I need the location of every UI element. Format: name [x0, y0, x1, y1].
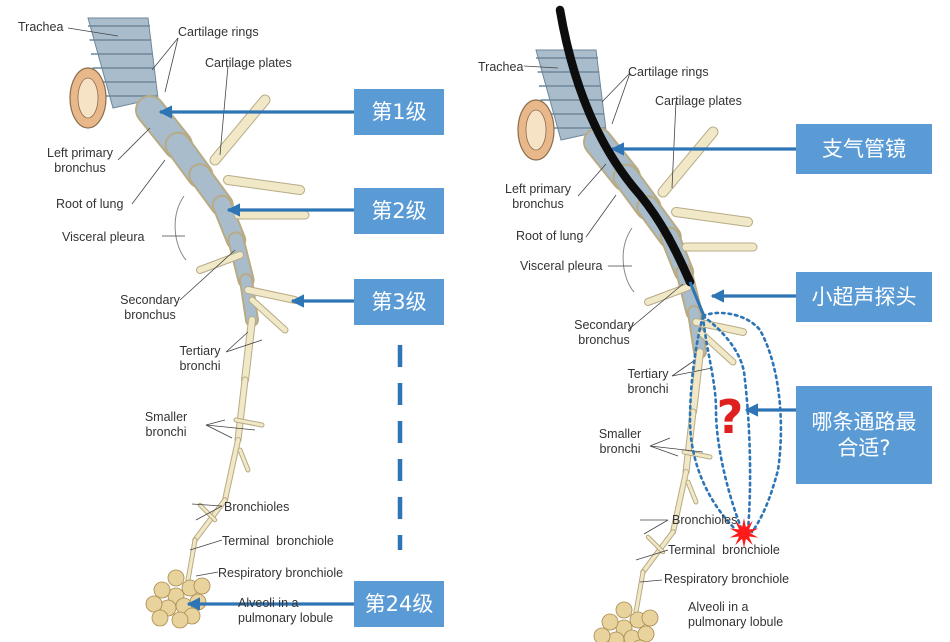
candidate-path-3 — [701, 314, 744, 532]
label-visceral-pleura-right: Visceral pleura — [520, 259, 603, 273]
target-lesion-star — [729, 518, 759, 548]
branch — [671, 470, 688, 534]
branch — [690, 349, 703, 415]
label-left-primary-bronchus-left: Left primary bronchus — [47, 146, 113, 175]
branch — [223, 438, 240, 502]
branch — [198, 503, 217, 522]
branch — [210, 95, 270, 165]
ultrasound-probe-box: 小超声探头 — [796, 272, 932, 322]
bronchoscope — [555, 5, 695, 287]
branch — [197, 252, 243, 273]
alveolus — [615, 601, 633, 619]
bronchial-tree-left — [69, 17, 310, 629]
level2-box: 第2级 — [354, 188, 444, 234]
alveolus — [153, 581, 171, 599]
alveolus — [171, 611, 189, 629]
branch — [224, 176, 304, 194]
label-tertiary-bronchi-left: Tertiary bronchi — [179, 344, 221, 373]
label-cartilage-plates-left: Cartilage plates — [205, 56, 292, 70]
branch — [234, 418, 264, 427]
alveolus — [189, 593, 207, 611]
candidate-path-1 — [701, 311, 783, 534]
callout-arrows — [610, 142, 796, 417]
branch — [186, 538, 197, 582]
trachea — [69, 17, 159, 129]
visceral-pleura — [622, 227, 635, 293]
label-bronchioles-right: Bronchioles — [672, 513, 738, 527]
alveolus — [167, 569, 185, 587]
candidate-paths — [688, 311, 783, 534]
alveolus — [637, 625, 655, 642]
branches — [185, 94, 310, 583]
label-terminal-bronchiole-left: Terminal bronchiole — [222, 534, 334, 548]
level3-box: 第3级 — [354, 279, 444, 325]
branch — [235, 377, 248, 443]
branches — [633, 126, 758, 615]
alveolus — [641, 609, 659, 627]
label-alveoli-right: Alveoli in a pulmonary lobule — [688, 600, 784, 629]
label-smaller-bronchi-right: Smaller bronchi — [598, 427, 642, 456]
trachea-lumen — [525, 109, 547, 151]
alveoli-cluster — [145, 569, 211, 629]
label-cartilage-plates-right: Cartilage plates — [655, 94, 742, 108]
label-terminal-bronchiole-right: Terminal bronchiole — [668, 543, 780, 557]
label-trachea-right: Trachea — [478, 60, 524, 74]
branch — [634, 570, 645, 614]
visceral-pleura — [174, 195, 187, 261]
leader-lines-right — [523, 65, 713, 583]
trachea-lumen — [77, 77, 99, 119]
ultrasound-probe — [688, 281, 706, 317]
label-secondary-bronchus-left: Secondary bronchus — [120, 293, 180, 322]
alveolus — [145, 595, 163, 613]
alveolus — [601, 613, 619, 631]
candidate-path-4 — [688, 314, 738, 532]
bronchoscope-box: 支气管镜 — [796, 124, 932, 174]
candidate-path-2 — [701, 314, 752, 532]
branch — [238, 448, 250, 472]
alveolus — [593, 627, 611, 642]
label-left-primary-bronchus-right: Left primary bronchus — [505, 182, 571, 211]
branch — [686, 480, 698, 504]
label-cartilage-rings-left: Cartilage rings — [178, 25, 259, 39]
level-arrows — [158, 105, 354, 611]
alveolus — [193, 577, 211, 595]
branch — [645, 284, 691, 305]
label-trachea-left: Trachea — [18, 20, 64, 34]
branch — [245, 287, 298, 303]
label-secondary-bronchus-right: Secondary bronchus — [574, 318, 634, 347]
alveoli-cluster — [593, 601, 659, 642]
level24-box: 第24级 — [354, 581, 444, 627]
branch — [683, 409, 696, 475]
label-cartilage-rings-right: Cartilage rings — [628, 65, 709, 79]
label-visceral-pleura-left: Visceral pleura — [62, 230, 145, 244]
level1-box: 第1级 — [354, 89, 444, 135]
label-root-of-lung-left: Root of lung — [56, 197, 124, 211]
label-respiratory-bronchiole-right: Respiratory bronchiole — [664, 572, 790, 586]
branch — [672, 208, 752, 226]
label-root-of-lung-right: Root of lung — [516, 229, 584, 243]
label-bronchioles-left: Bronchioles — [224, 500, 290, 514]
branch — [682, 450, 712, 459]
branch — [658, 127, 718, 197]
question-mark: ? — [717, 390, 744, 444]
alveolus — [151, 609, 169, 627]
branch — [242, 317, 255, 383]
trachea — [517, 49, 607, 161]
branch — [641, 530, 675, 574]
which-path-box: 哪条通路最 合适? — [796, 386, 932, 484]
branch — [249, 297, 288, 333]
branch — [646, 535, 665, 554]
label-respiratory-bronchiole-left: Respiratory bronchiole — [218, 566, 344, 580]
label-smaller-bronchi-left: Smaller bronchi — [144, 410, 188, 439]
label-tertiary-bronchi-right: Tertiary bronchi — [627, 367, 669, 396]
label-alveoli-left: Alveoli in a pulmonary lobule — [238, 596, 334, 625]
